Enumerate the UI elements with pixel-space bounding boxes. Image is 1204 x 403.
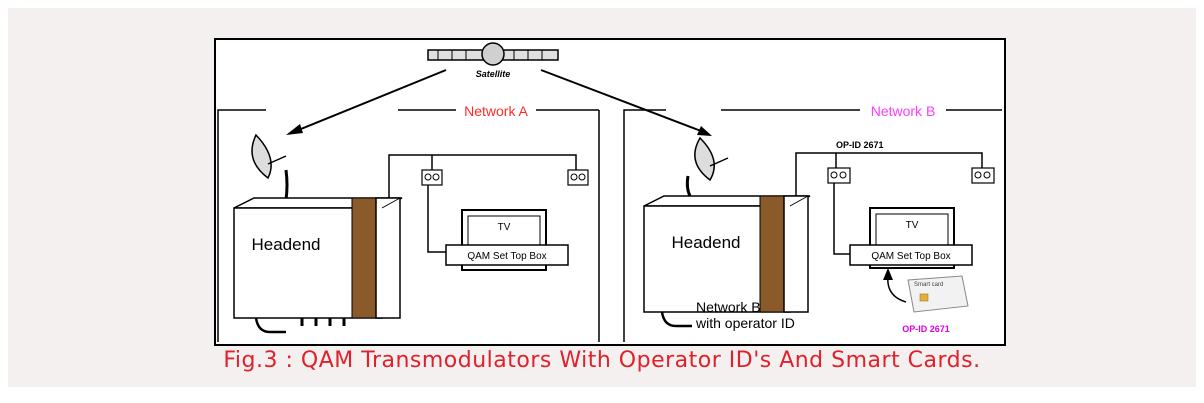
smart-card-icon (907, 275, 969, 313)
network-b-label: Network B (871, 103, 936, 119)
network-a-label: Network A (464, 103, 528, 119)
headend-a-box (233, 197, 403, 334)
diagram-figure: Satellite Network A Network B (214, 38, 1006, 346)
satellite-icon (427, 42, 559, 66)
cable-network-b (795, 152, 983, 255)
network-b-operator-line2: with operator ID (695, 315, 795, 331)
signal-arrow-right (540, 69, 712, 136)
headend-a-label: Headend (251, 235, 320, 254)
headend-b-label: Headend (671, 233, 740, 252)
opid-top-label: OP-ID 2671 (836, 140, 884, 150)
wall-outlet-b1 (827, 167, 851, 184)
satellite-label: Satellite (476, 69, 511, 79)
set-top-box-b (849, 244, 973, 266)
network-a-frame (217, 109, 600, 342)
tv-b-label: TV (906, 220, 919, 231)
network-b-operator-line1: Network B (696, 299, 761, 315)
wall-outlet-a1 (421, 169, 443, 186)
tv-a-label: TV (498, 222, 511, 233)
figure-caption: Fig.3 : QAM Transmodulators With Operato… (223, 348, 981, 373)
stb-a-label: QAM Set Top Box (467, 251, 546, 262)
set-top-box-a (445, 244, 569, 266)
dish-antenna-a-icon (251, 133, 289, 201)
smart-card-label: Smart card (914, 282, 943, 288)
stb-b-label: QAM Set Top Box (871, 251, 950, 262)
qam-network-diagram: Satellite Network A Network B (217, 42, 1002, 342)
signal-arrow-left (286, 69, 447, 135)
opid-bottom-label: OP-ID 2671 (902, 324, 950, 334)
network-b-frame (623, 109, 1002, 342)
dish-antenna-b-icon (685, 136, 729, 197)
headend-b-box (643, 195, 811, 328)
cable-network-a (388, 154, 577, 253)
wall-outlet-a2 (567, 169, 589, 186)
wall-outlet-b2 (971, 167, 995, 184)
smart-card-arrow (883, 268, 907, 303)
